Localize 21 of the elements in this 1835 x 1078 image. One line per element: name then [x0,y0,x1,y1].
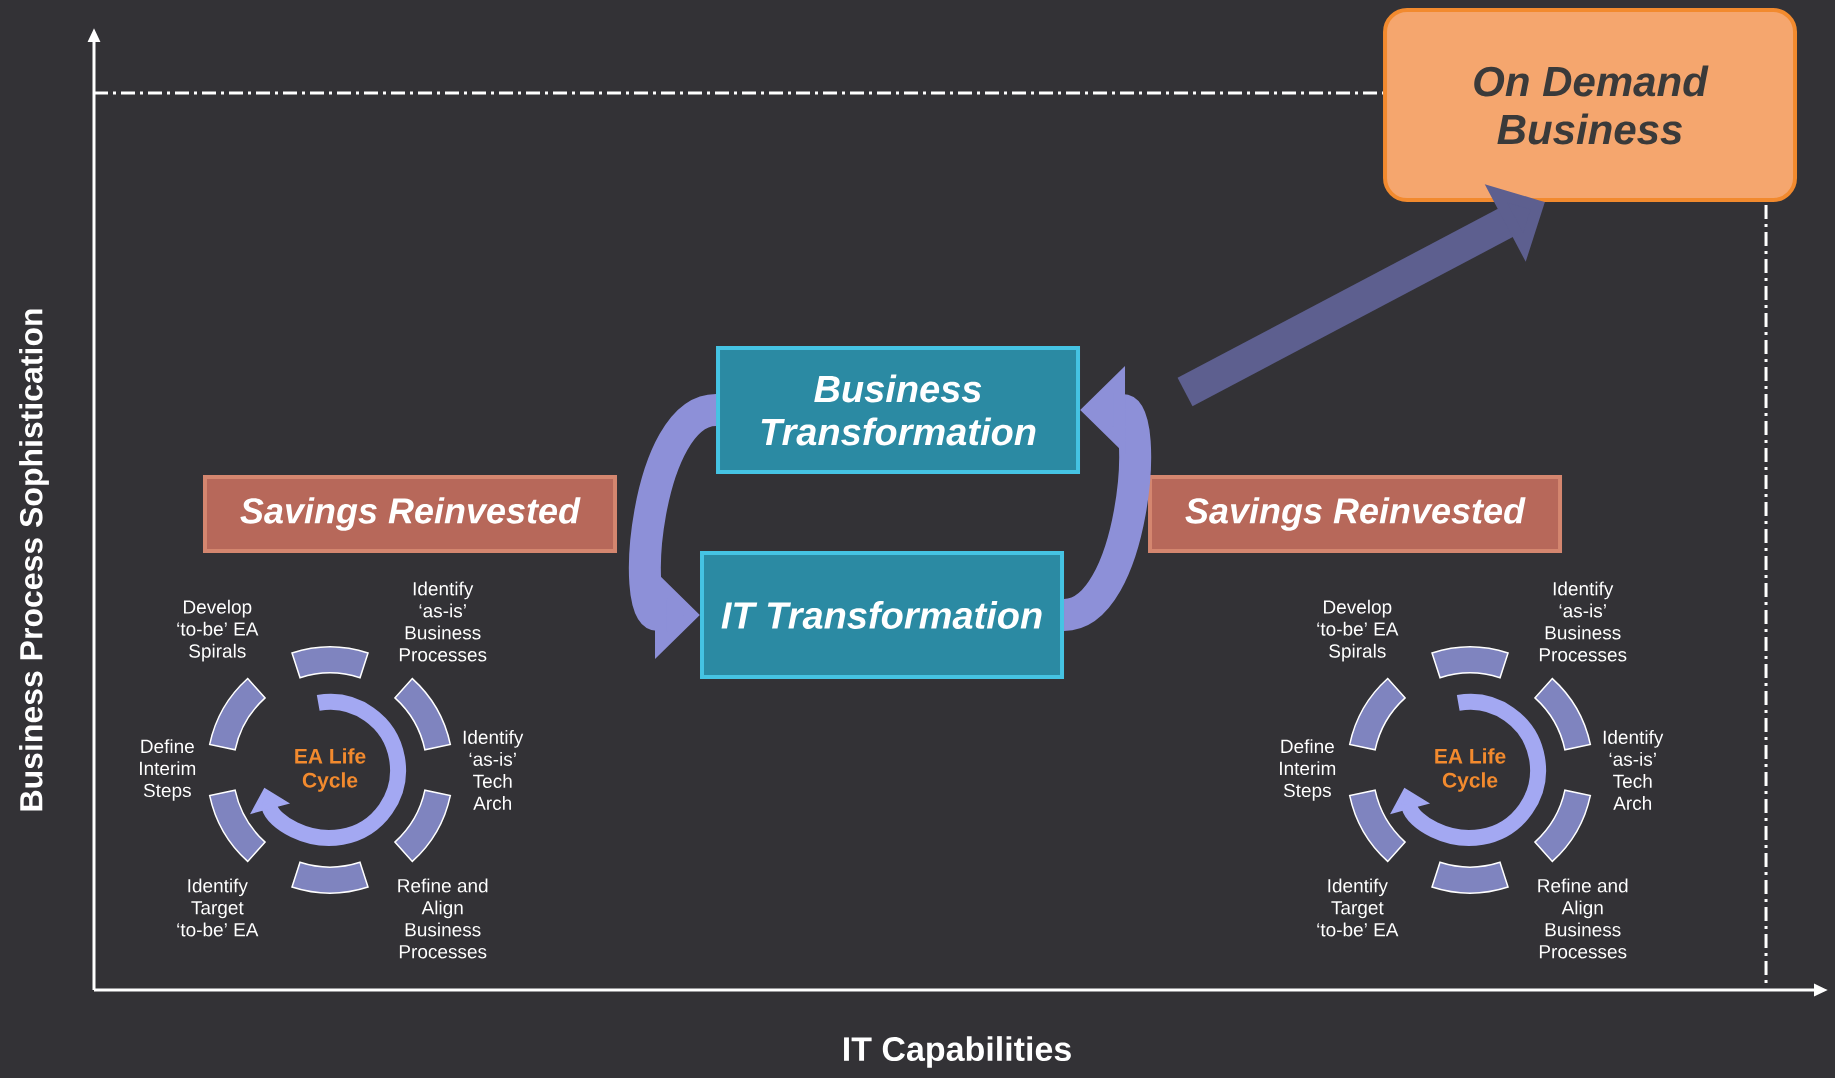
step-label: Identify Target ‘to-be’ EA [1317,878,1399,937]
axis-title: Business Process Sophistication [19,309,49,811]
step-label: Define Interim Steps [1280,739,1336,801]
goal-box: On Demand Business [1383,8,1798,202]
transformation-box: Business Transformation [716,346,1080,474]
step-label: Develop ‘to-be’ EA Spirals [1317,599,1399,662]
step-label: Refine and Align Business Processes [398,878,488,959]
step-label: Identify Target ‘to-be’ EA [177,878,259,937]
cycle-title: EA Life Cycle [1435,748,1506,792]
transformation-box: IT Transformation [700,551,1064,679]
step-label: Develop ‘to-be’ EA Spirals [177,599,259,662]
step-label: Define Interim Steps [140,739,196,801]
cycle-title: EA Life Cycle [295,748,366,792]
step-label: Identify ‘as-is’ Tech Arch [1603,730,1664,810]
step-label: Identify ‘as-is’ Business Processes [1539,581,1627,662]
savings-banner: Savings Reinvested [1148,475,1562,553]
step-label: Identify ‘as-is’ Business Processes [399,581,487,662]
step-label: Identify ‘as-is’ Tech Arch [463,730,524,810]
step-label: Refine and Align Business Processes [1538,878,1628,959]
axis-title: IT Capabilities [844,1036,1071,1068]
savings-banner: Savings Reinvested [203,475,617,553]
